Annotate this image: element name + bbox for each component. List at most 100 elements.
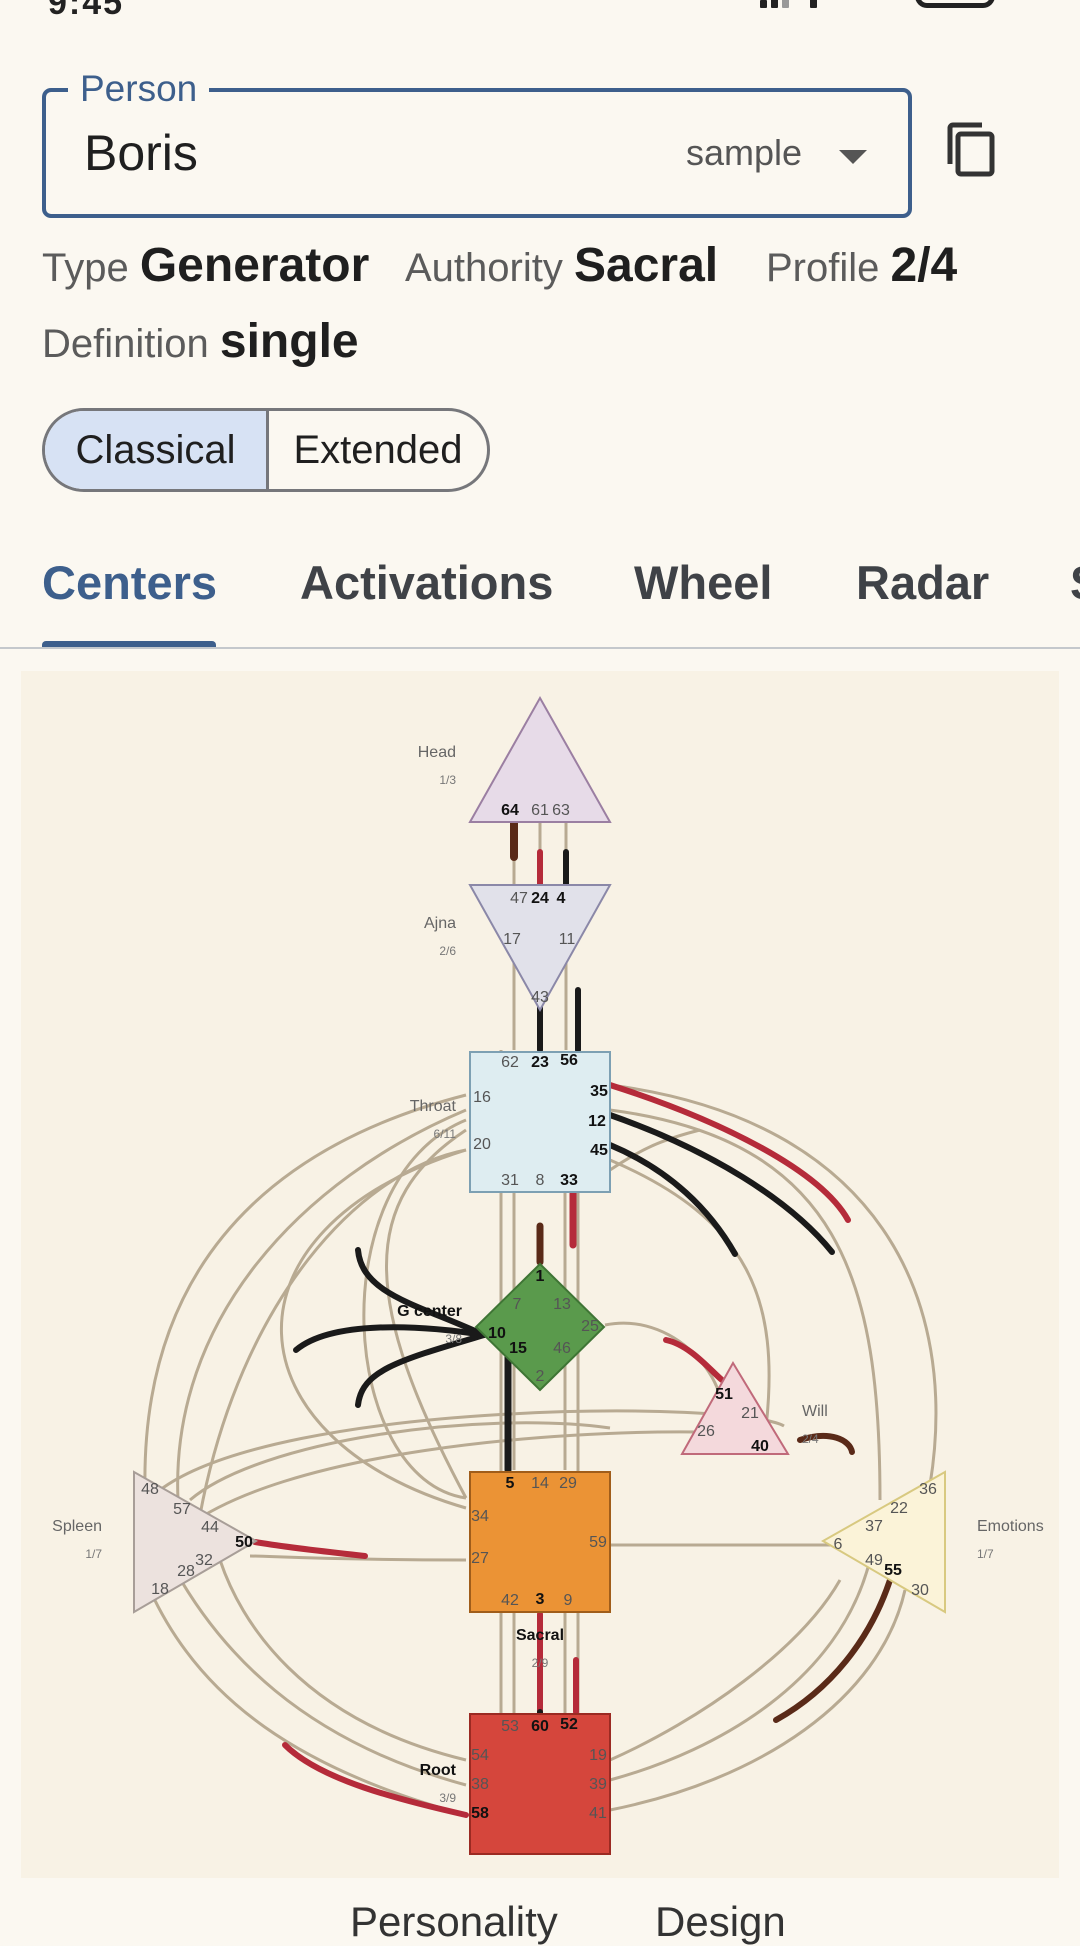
type-value: Generator: [139, 239, 370, 292]
gate-number: 1: [536, 1268, 545, 1285]
gate-number: 43: [531, 989, 549, 1006]
center-name-label: Throat: [410, 1098, 457, 1115]
gate-number: 63: [552, 802, 570, 819]
person-select[interactable]: Person Boris sample: [42, 68, 912, 218]
gate-number: 39: [589, 1776, 607, 1793]
center-ratio-label: 2/4: [802, 1432, 819, 1446]
chevron-down-icon[interactable]: [839, 150, 867, 164]
gate-number: 44: [201, 1519, 219, 1536]
mode-toggle: Classical Extended: [42, 408, 490, 492]
signal-icon: [760, 0, 820, 8]
gate-number: 23: [531, 1054, 549, 1071]
gate-number: 41: [589, 1805, 607, 1822]
inactive-channel-line: [143, 1093, 467, 1491]
gate-number: 47: [510, 890, 528, 907]
gate-number: 38: [471, 1776, 489, 1793]
gate-number: 22: [890, 1500, 908, 1517]
center-name-label: Sacral: [516, 1627, 564, 1644]
gate-number: 59: [589, 1534, 607, 1551]
center-name-label: Ajna: [424, 915, 456, 932]
center-ratio-label: 2/9: [532, 1656, 549, 1670]
inactive-channel-line: [609, 1589, 907, 1812]
gate-number: 25: [581, 1318, 599, 1335]
gate-number: 50: [235, 1534, 253, 1551]
gate-number: 57: [173, 1501, 191, 1518]
gate-number: 28: [177, 1563, 195, 1580]
ajna-center: [468, 884, 612, 1013]
gate-number: 35: [590, 1083, 608, 1100]
gate-number: 48: [141, 1481, 159, 1498]
gate-number: 36: [919, 1481, 937, 1498]
root-center: [469, 1713, 611, 1855]
inactive-channel-line: [609, 1083, 938, 1486]
inactive-channel-line: [218, 1559, 467, 1762]
tab-more[interactable]: S: [1070, 555, 1080, 610]
center-name-label: Emotions: [977, 1518, 1044, 1535]
extended-option[interactable]: Extended: [293, 427, 463, 472]
active-channel-line: [797, 1433, 855, 1455]
gate-number: 29: [559, 1475, 577, 1492]
gate-number: 46: [553, 1340, 571, 1357]
tab-design[interactable]: Design: [655, 1898, 786, 1945]
gate-number: 45: [590, 1142, 608, 1159]
gate-number: 55: [884, 1562, 902, 1579]
active-channel-line: [607, 1142, 738, 1257]
gate-number: 34: [471, 1508, 489, 1525]
tab-divider: [0, 647, 1080, 649]
gate-number: 20: [473, 1136, 491, 1153]
gate-number: 6: [834, 1536, 843, 1553]
tab-radar[interactable]: Radar: [856, 556, 990, 609]
center-name-label: Will: [802, 1403, 828, 1420]
gate-number: 11: [559, 931, 576, 948]
active-channel-line: [773, 1577, 893, 1723]
definition-value: single: [219, 315, 359, 368]
sacral-center: [469, 1471, 611, 1613]
gate-number: 21: [741, 1405, 759, 1422]
inactive-channel-line: [173, 1569, 467, 1787]
head-center: [468, 695, 612, 823]
tab-personality[interactable]: Personality: [350, 1898, 558, 1945]
tab-activations[interactable]: Activations: [300, 556, 554, 609]
definition-label: Definition: [42, 322, 209, 366]
gate-number: 4: [557, 890, 566, 907]
center-ratio-label: 2/6: [439, 944, 456, 958]
gate-number: 58: [471, 1805, 489, 1822]
profile-value: 2/4: [890, 239, 958, 292]
tab-centers[interactable]: Centers: [42, 556, 218, 609]
spleen-center: [133, 1470, 259, 1614]
center-name-label: Spleen: [52, 1518, 102, 1535]
tab-wheel[interactable]: Wheel: [634, 556, 773, 609]
center-name-label: Head: [418, 744, 456, 761]
gate-number: 26: [697, 1423, 715, 1440]
active-channel-line: [293, 1324, 487, 1353]
profile-info: Profile 2/4: [766, 238, 957, 293]
active-channel-line: [355, 1332, 487, 1408]
gate-number: 30: [911, 1582, 929, 1599]
person-value: Boris: [84, 125, 198, 181]
inactive-channel-line: [176, 1108, 467, 1501]
gate-number: 10: [488, 1325, 506, 1342]
active-channel-line: [607, 1082, 851, 1223]
gate-number: 24: [531, 890, 549, 907]
copy-button[interactable]: [944, 120, 1004, 184]
inactive-channel-line: [198, 1148, 467, 1516]
tab-indicator: [42, 641, 216, 649]
classical-option[interactable]: Classical: [45, 411, 269, 489]
active-channel-line: [355, 1247, 487, 1338]
gate-number: 32: [195, 1552, 213, 1569]
gate-number: 33: [560, 1172, 578, 1189]
inactive-channel-line: [609, 1128, 701, 1172]
status-time: 9:45: [48, 0, 125, 22]
gate-number: 3: [536, 1591, 545, 1608]
throat-center: [469, 1051, 611, 1193]
type-info: Type Generator: [42, 238, 369, 293]
gate-number: 61: [531, 802, 549, 819]
center-ratio-label: 1/3: [439, 773, 456, 787]
inactive-channel-line: [249, 1554, 467, 1562]
inactive-channel-line: [148, 1589, 467, 1817]
gate-number: 15: [509, 1340, 527, 1357]
gate-number: 42: [501, 1592, 519, 1609]
gate-number: 51: [715, 1386, 733, 1403]
center-ratio-label: 6/11: [434, 1127, 457, 1141]
